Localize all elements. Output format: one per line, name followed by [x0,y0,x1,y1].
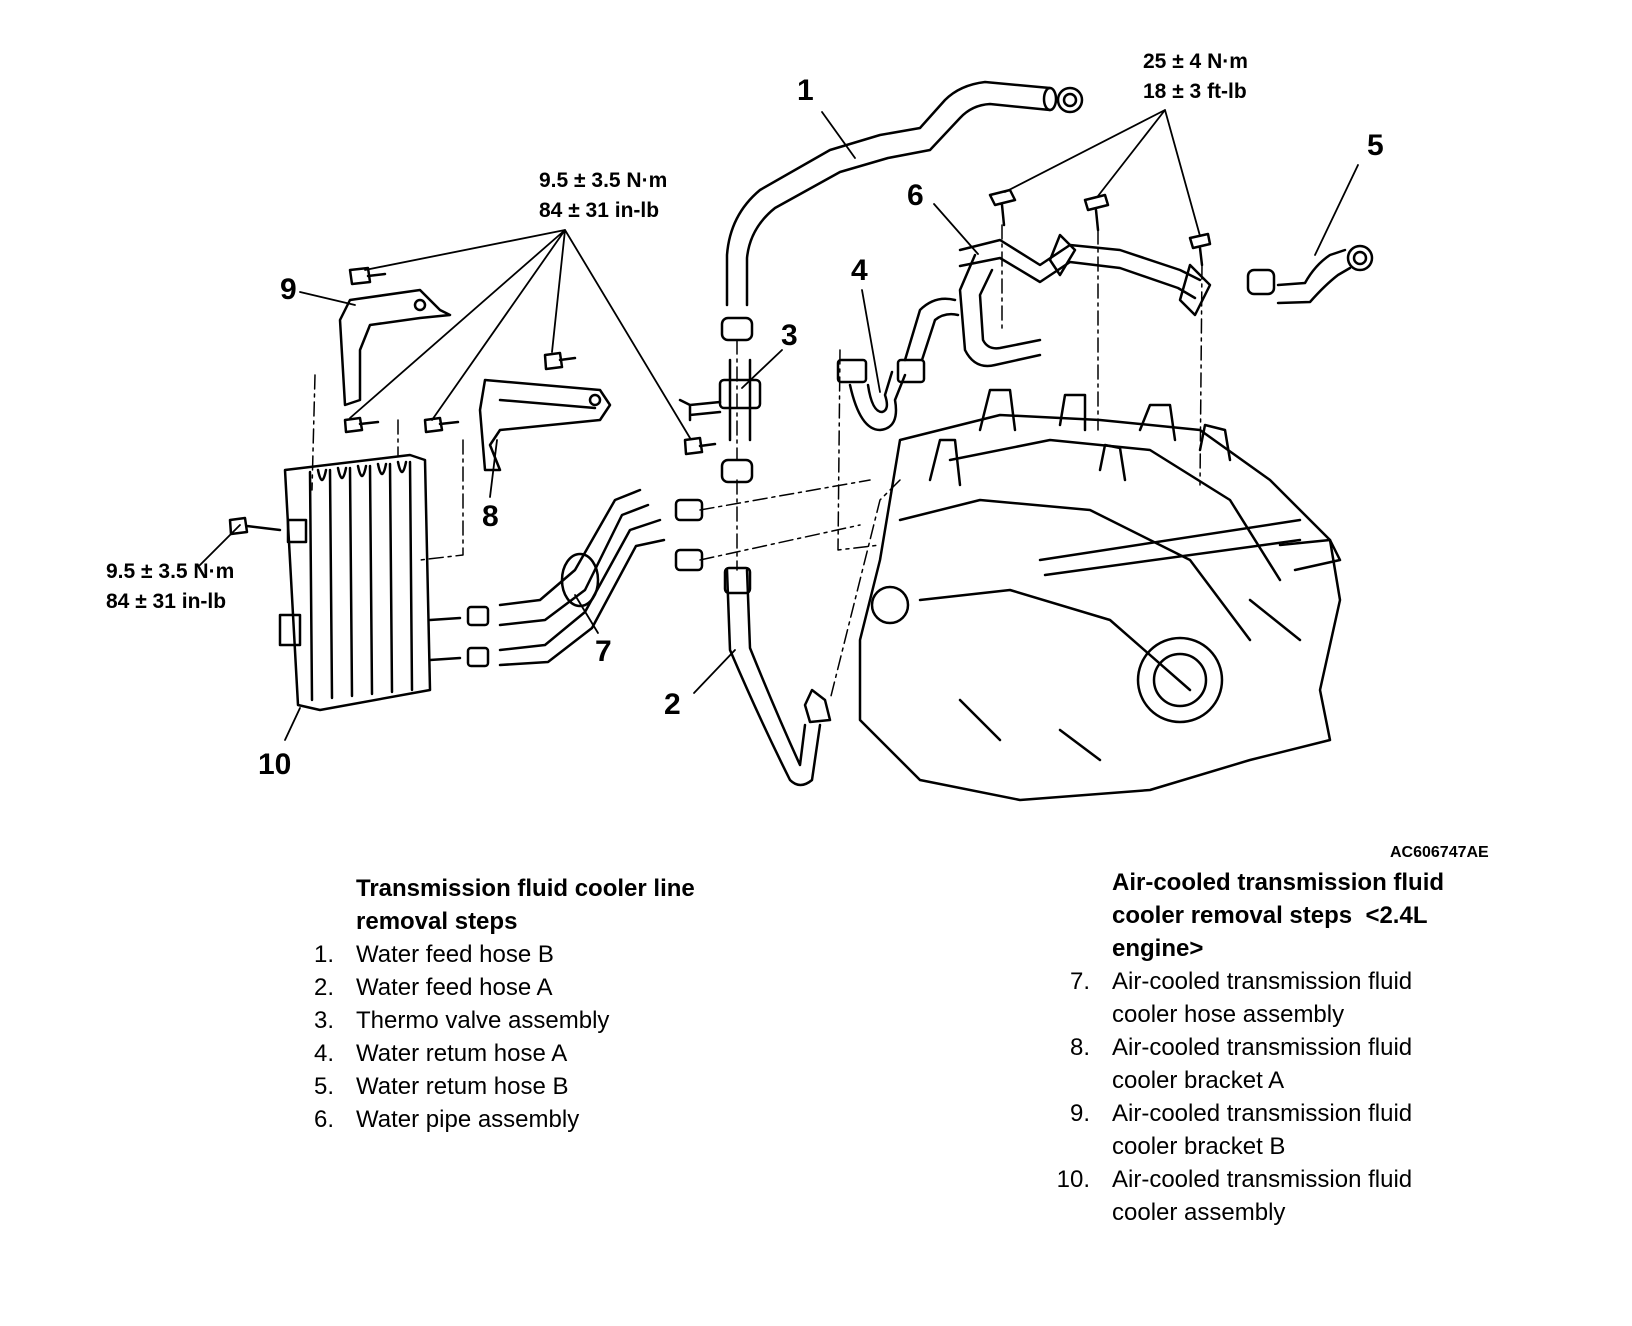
bolts-upper-right [988,188,1212,267]
exploded-view-diagram [199,80,1374,802]
heading-line: Air-cooled transmission fluid [1112,869,1445,896]
cooler-removal-steps: Air-cooled transmission fluid cooler rem… [1052,866,1444,1229]
step-text: Air-cooled transmission fluid cooler brac… [1112,1031,1412,1097]
torque-spec-upper-center: 9.5 ± 3.5 N·m 84 ± 31 in-lb [539,166,667,226]
step-item: 8. Air-cooled transmission fluid cooler br… [1052,1031,1444,1097]
step-line: Air-cooled transmission fluid [1112,1100,1413,1127]
figure-id: AC606747AE [1390,844,1489,861]
step-text: Water feed hose B [356,941,554,968]
cooler-bracket-a [478,378,612,472]
step-line: cooler hose assembly [1112,1001,1345,1028]
water-feed-hose-a [723,566,832,787]
step-text: Air-cooled transmission fluid cooler asse… [1112,1163,1412,1229]
step-text: Water retum hose B [356,1073,569,1100]
torque-spec-left: 9.5 ± 3.5 N·m 84 ± 31 in-lb [106,557,234,617]
torque-imperial: 84 ± 31 in-lb [106,590,227,613]
callout-1: 1 [797,74,814,107]
step-item: 2. Water feed hose A [296,971,695,1004]
callout-9: 9 [280,273,297,306]
callout-7: 7 [595,635,612,668]
step-item: 7. Air-cooled transmission fluid cooler ho… [1052,965,1444,1031]
step-item: 6. Water pipe assembly [296,1103,695,1136]
step-text: Water retum hose A [356,1040,568,1067]
step-text: Air-cooled transmission fluid cooler hose… [1112,965,1412,1031]
step-text: Water feed hose A [356,974,553,1001]
step-number: 2. [313,974,334,1001]
step-text: Water pipe assembly [356,1106,580,1133]
callout-5: 5 [1367,129,1384,162]
step-number: 3. [313,1007,334,1034]
step-item: 5. Water retum hose B [296,1070,695,1103]
step-line: cooler bracket B [1112,1133,1286,1160]
step-item: 9. Air-cooled transmission fluid cooler br… [1052,1097,1444,1163]
step-line: Air-cooled transmission fluid [1112,1166,1413,1193]
heading-line: engine> [1112,935,1204,962]
step-number: 8. [1069,1034,1090,1061]
cooler-hose-assembly [466,488,704,668]
step-line: Air-cooled transmission fluid [1112,968,1413,995]
callout-2: 2 [664,688,681,721]
torque-metric: 25 ± 4 N·m [1143,50,1248,73]
water-pipe-assembly [958,233,1212,368]
torque-metric: 9.5 ± 3.5 N·m [539,169,668,192]
step-number: 9. [1069,1100,1090,1127]
step-item: 3. Thermo valve assembly [296,1004,695,1037]
step-number: 10. [1056,1166,1090,1193]
torque-spec-upper-right: 25 ± 4 N·m 18 ± 3 ft-lb [1143,47,1248,107]
step-number: 6. [313,1106,334,1133]
step-line: cooler assembly [1112,1199,1286,1226]
thermo-valve-assembly [678,316,762,484]
step-text: Air-cooled transmission fluid cooler brac… [1112,1097,1412,1163]
step-number: 5. [313,1073,334,1100]
torque-leaders-upper-center [199,229,691,566]
step-text: Thermo valve assembly [356,1007,610,1034]
heading-line: cooler removal steps <2.4L [1112,902,1428,929]
cooler-bracket-b [338,288,452,407]
steps-heading: Transmission fluid cooler line removal s… [296,872,695,938]
water-return-hose-a [836,297,960,432]
callout-3: 3 [781,319,798,352]
water-feed-hose-b [725,80,1084,307]
water-return-hose-b [1246,244,1374,305]
step-number: 7. [1069,968,1090,995]
step-line: cooler bracket A [1112,1067,1285,1094]
callout-6: 6 [907,179,924,212]
transmission-case [858,388,1342,802]
torque-leaders-upper-right [1004,109,1201,237]
step-number: 1. [313,941,334,968]
callout-10: 10 [258,748,292,781]
callout-8: 8 [482,500,499,533]
callout-leaders [284,111,1359,741]
torque-imperial: 84 ± 31 in-lb [539,199,660,222]
callout-4: 4 [851,254,868,287]
heading-line: removal steps [356,908,518,935]
bolts-bracket [228,266,717,536]
alignment-lines [311,224,1203,701]
step-number: 4. [313,1040,334,1067]
heading-line: Transmission fluid cooler line [356,875,695,902]
step-line: Air-cooled transmission fluid [1112,1034,1413,1061]
line-removal-steps: Transmission fluid cooler line removal s… [296,872,695,1136]
torque-metric: 9.5 ± 3.5 N·m [106,560,235,583]
steps-heading: Air-cooled transmission fluid cooler rem… [1052,866,1444,965]
torque-imperial: 18 ± 3 ft-lb [1143,80,1247,103]
cooler-assembly [278,453,462,712]
step-item: 1. Water feed hose B [296,938,695,971]
step-item: 10. Air-cooled transmission fluid cooler a… [1052,1163,1444,1229]
step-item: 4. Water retum hose A [296,1037,695,1070]
